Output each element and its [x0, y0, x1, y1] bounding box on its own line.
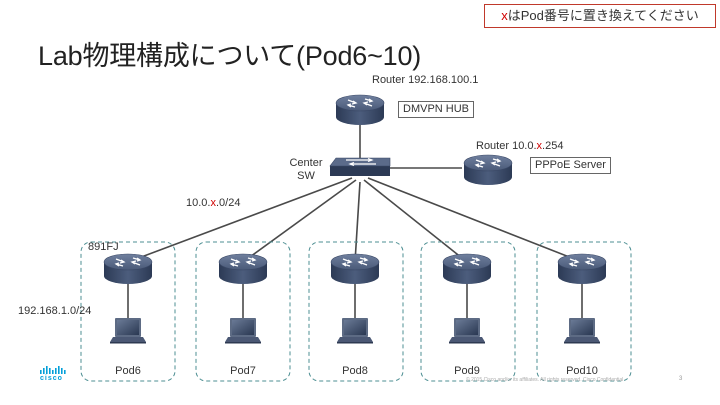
- pod8-laptop-icon: [337, 318, 373, 344]
- pppoe-label-x: x: [536, 140, 543, 152]
- note-text: はPod番号に置き換えてください: [507, 8, 699, 23]
- page-number: 3: [679, 376, 683, 382]
- wan-subnet-suffix: .0/24: [215, 197, 241, 209]
- pod6-laptop-icon: [110, 318, 146, 344]
- wan-subnet-x: x: [210, 197, 216, 209]
- note-x: x: [501, 8, 508, 23]
- center-sw-label: Center SW: [289, 157, 323, 182]
- pod8-router-icon: [330, 253, 380, 285]
- pod-label: Pod10: [566, 365, 598, 377]
- pod7-laptop-icon: [225, 318, 261, 344]
- pppoe-label-prefix: Router 10.0.: [476, 140, 537, 152]
- pppoe-server-box: PPPoE Server: [530, 157, 611, 174]
- pod-router-model-label: 891FJ: [88, 241, 119, 253]
- pod9-laptop-icon: [449, 318, 485, 344]
- pod-label: Pod7: [230, 365, 256, 377]
- pppoe-router-icon: [463, 154, 513, 186]
- cisco-logo-icon: [40, 366, 66, 374]
- pod10-laptop-icon: [564, 318, 600, 344]
- dmvpn-hub-router-icon: [335, 94, 385, 126]
- wan-subnet-prefix: 10.0.: [186, 197, 211, 209]
- pod-boxes: [80, 241, 632, 382]
- pod6-router-icon: [103, 253, 153, 285]
- wan-subnet-label: 10.0.x.0/24: [186, 197, 240, 209]
- lan-subnet-label: 192.168.1.0/24: [18, 305, 92, 317]
- slide-title: Lab物理構成について(Pod6~10): [38, 41, 422, 71]
- pod-label: Pod9: [454, 365, 480, 377]
- replace-note: xはPod番号に置き換えてください: [484, 4, 716, 28]
- pppoe-label-suffix: .254: [542, 140, 564, 152]
- pod10-router-icon: [557, 253, 607, 285]
- center-switch-icon: [329, 157, 391, 176]
- copyright-text: © 2015 Cisco and/or its affiliates. All …: [466, 377, 624, 383]
- pod9-router-icon: [442, 253, 492, 285]
- pod-label: Pod8: [342, 365, 368, 377]
- cisco-logo-text: cisco: [40, 375, 63, 382]
- connection-lines: [127, 125, 583, 263]
- pppoe-router-label: Router 10.0.x.254: [476, 140, 563, 152]
- pod-label: Pod6: [115, 365, 141, 377]
- top-router-label: Router 192.168.100.1: [372, 74, 479, 86]
- pod7-router-icon: [218, 253, 268, 285]
- dmvpn-hub-box: DMVPN HUB: [398, 101, 475, 118]
